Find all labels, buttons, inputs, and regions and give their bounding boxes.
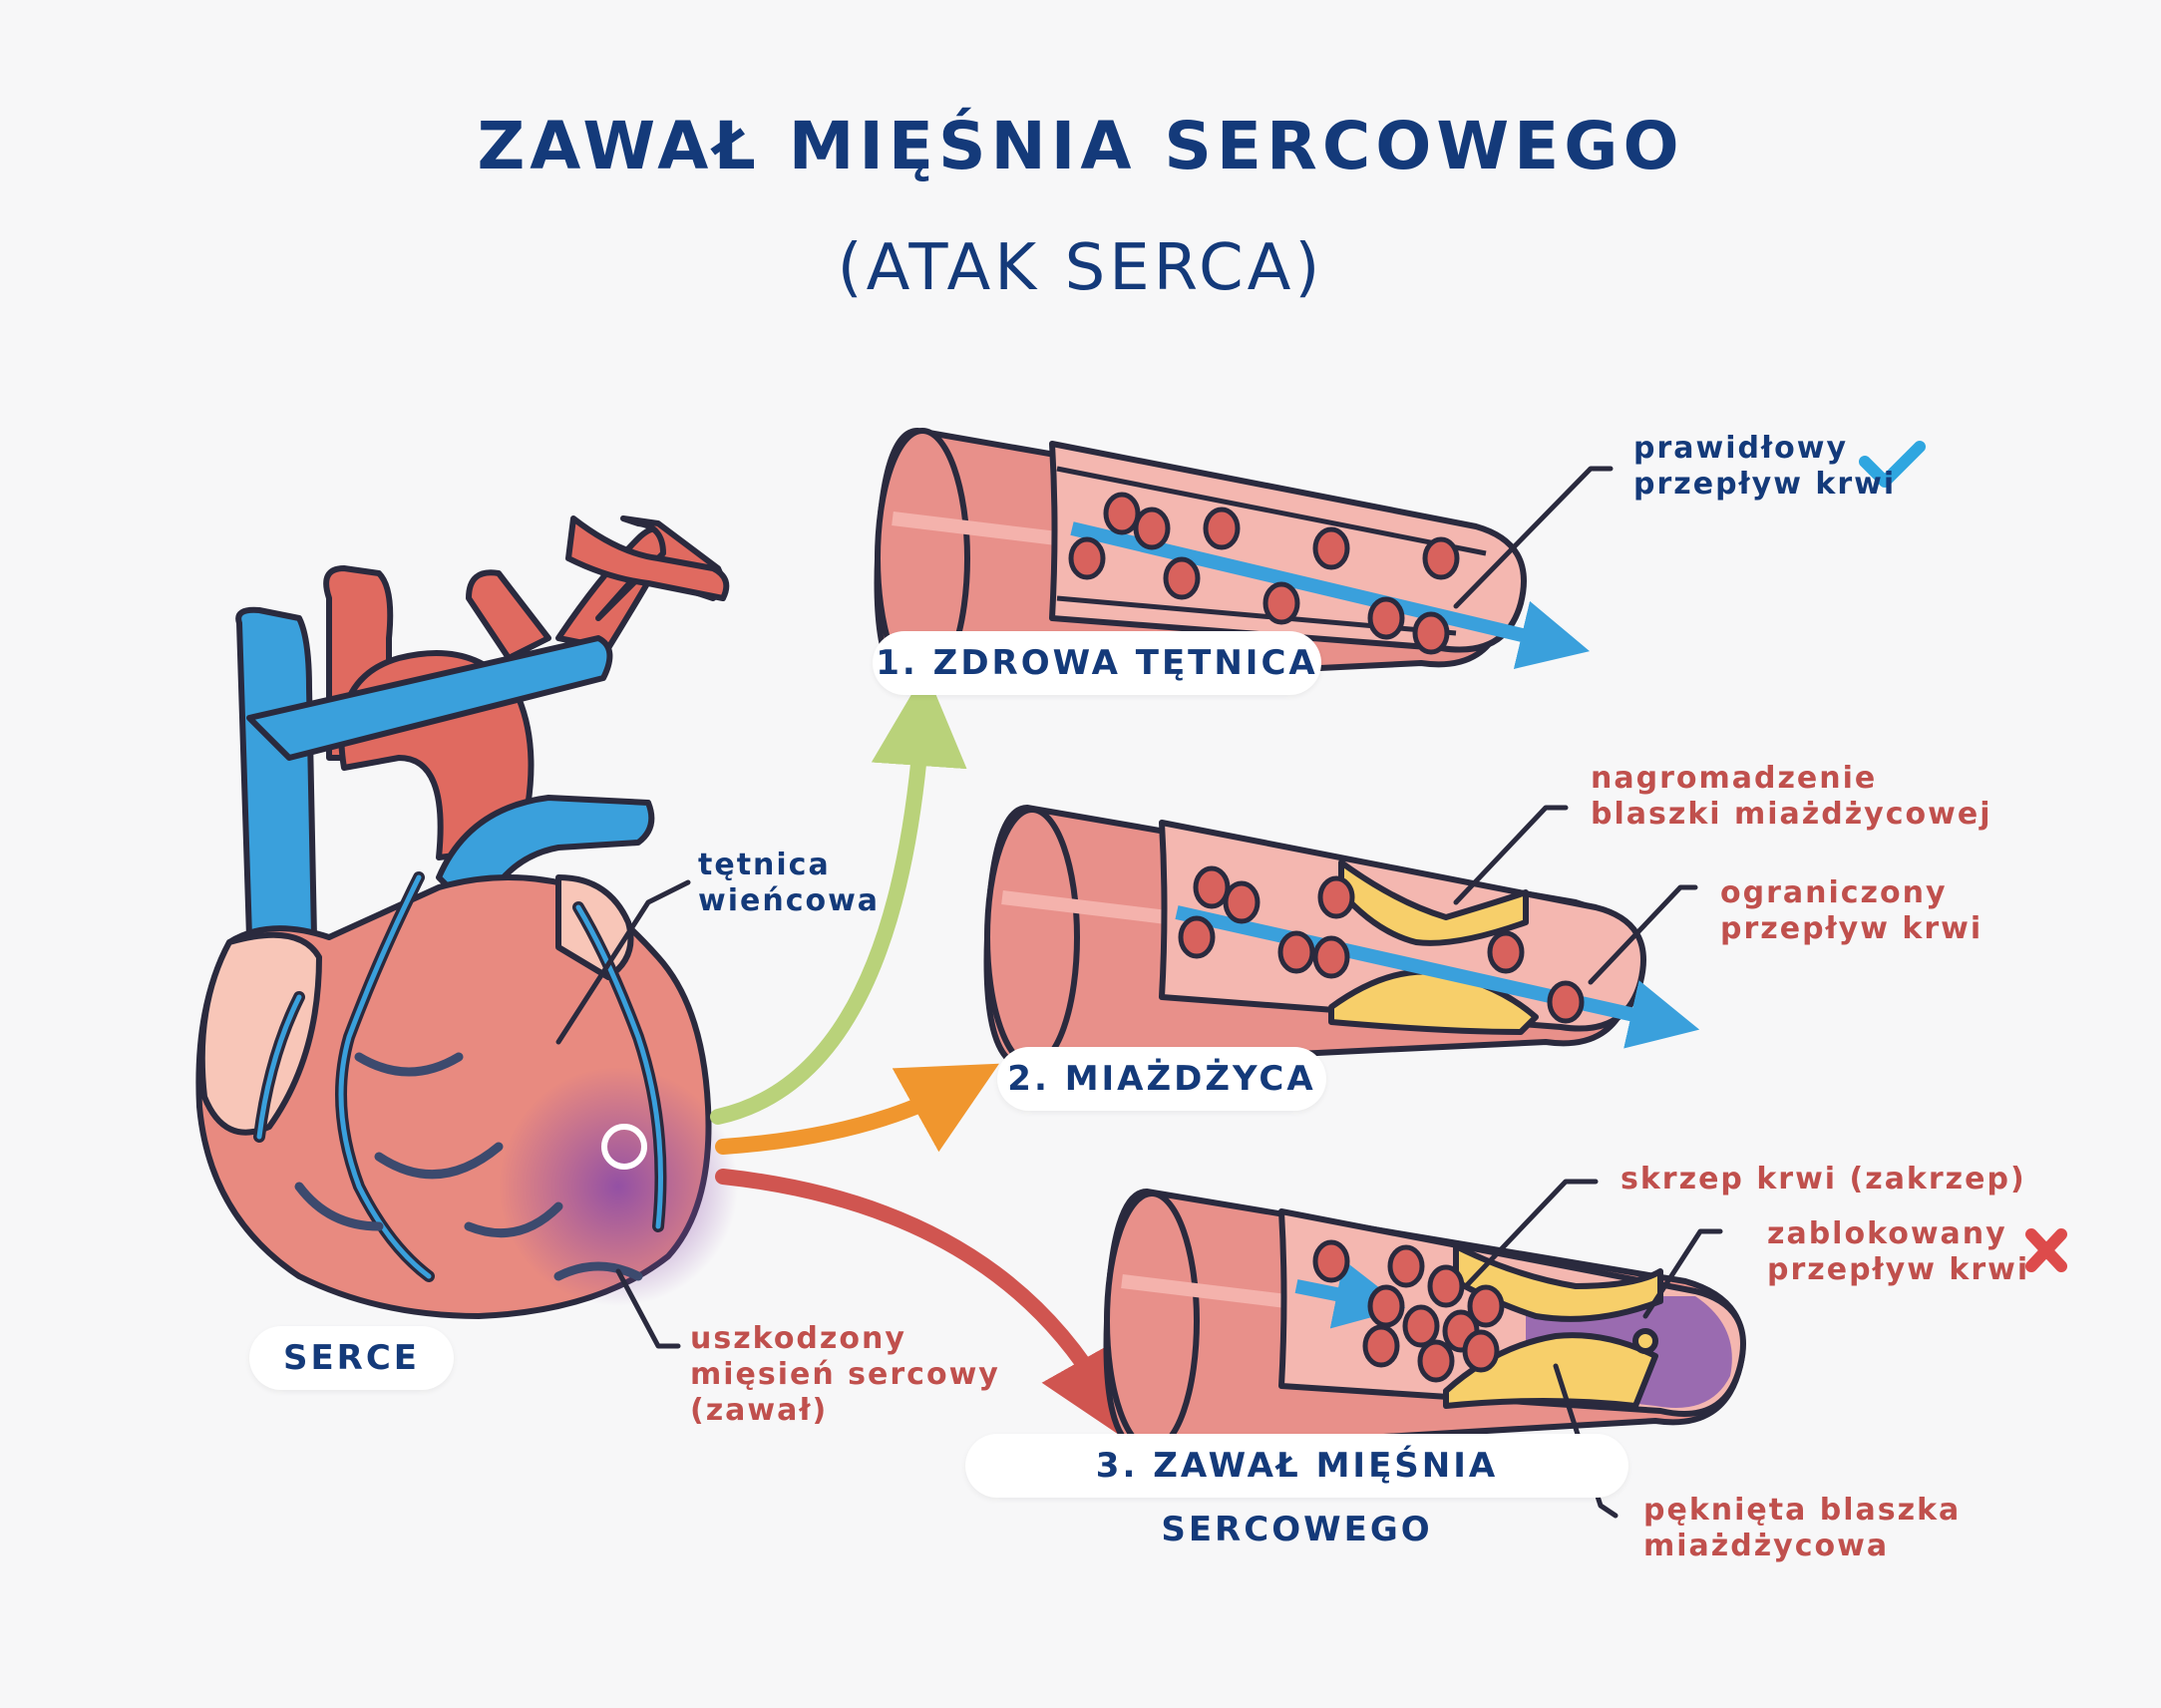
ruptured-plaque (1443, 1332, 1658, 1409)
plaque (1338, 859, 1529, 946)
normal-flow-label: prawidłowy przepływ krwi (1633, 431, 1897, 502)
ruptured-plaque-label: pęknięta blaszka miażdżycowa (1643, 1493, 1962, 1563)
arrow-to-infarction (715, 1169, 1131, 1443)
artery-lumen (1049, 441, 1527, 653)
cardiac-vein (374, 1142, 504, 1180)
coronary-artery-label: tętnica wieńcowa (698, 848, 881, 918)
red-blood-cells (1178, 865, 1585, 1024)
blood-clot-label: skrzep krwi (zakrzep) (1621, 1162, 2026, 1196)
arrow-to-healthy (710, 670, 967, 1125)
infarct-zone (499, 1067, 738, 1306)
heart-illustration (195, 515, 738, 1319)
restricted-flow-label: ograniczony przepływ krwi (1720, 875, 1983, 946)
blockage-marker (601, 1124, 647, 1170)
artery-highlight (892, 512, 1058, 545)
cardiac-vein (464, 1201, 563, 1238)
blood-flow-arrow (1294, 1259, 1406, 1329)
leader-line (1463, 1179, 1599, 1289)
artery-highlight (1001, 890, 1168, 924)
artery-atherosclerosis (983, 805, 1700, 1070)
leader-line (1642, 1228, 1723, 1319)
check-icon (1859, 441, 1926, 488)
leader-line (615, 1268, 681, 1349)
leader-line (555, 879, 691, 1045)
cross-icon (2025, 1228, 2067, 1272)
debris-particle (1632, 1328, 1658, 1354)
damaged-muscle-label: uszkodzony mięsień sercowy (zawał) (690, 1321, 1000, 1428)
vena-cava (235, 606, 317, 940)
cardiac-vein (294, 1182, 384, 1231)
page-subtitle: (ATAK SERCA) (837, 231, 1324, 305)
right-atrium (198, 931, 322, 1136)
inner-wall (1056, 466, 1487, 556)
page-title: ZAWAŁ MIĘŚNIA SERCOWEGO (477, 108, 1684, 184)
coronary-artery (338, 874, 432, 1279)
aorta-branch (466, 569, 551, 661)
artery-end (1104, 1191, 1200, 1452)
artery-end (984, 807, 1080, 1068)
vena-cava-branch (246, 635, 613, 761)
artery-healthy (874, 428, 1591, 691)
coronary-artery (575, 904, 663, 1229)
artery-highlight (1121, 1274, 1287, 1308)
heart-label: SERCE (249, 1326, 454, 1390)
leader-line (1453, 466, 1614, 609)
arrow-to-atherosclerosis (715, 1063, 999, 1155)
stage-1-label: 1. ZDROWA TĘTNICA (873, 631, 1321, 695)
leader-line (1453, 805, 1569, 905)
coronary-artery (256, 994, 302, 1140)
red-blood-cells (1068, 492, 1460, 655)
leader-line (1553, 1363, 1619, 1519)
aorta-branch (565, 515, 730, 601)
artery-infarction (1103, 1189, 1746, 1454)
stage-3-label: 3. ZAWAŁ MIĘŚNIA SERCOWEGO (965, 1434, 1628, 1549)
leader-line (1588, 884, 1698, 985)
cardiac-vein (553, 1261, 643, 1281)
blocked-flow-label: zablokowany przepływ krwi (1767, 1216, 2030, 1287)
plaque (1453, 1243, 1663, 1322)
blood-clot (1312, 1239, 1505, 1383)
cardiac-vein (354, 1052, 464, 1077)
stage-2-label: 2. MIAŻDŻYCA (997, 1047, 1326, 1111)
plaque-buildup-label: nagromadzenie blaszki miażdżycowej (1591, 761, 1992, 832)
